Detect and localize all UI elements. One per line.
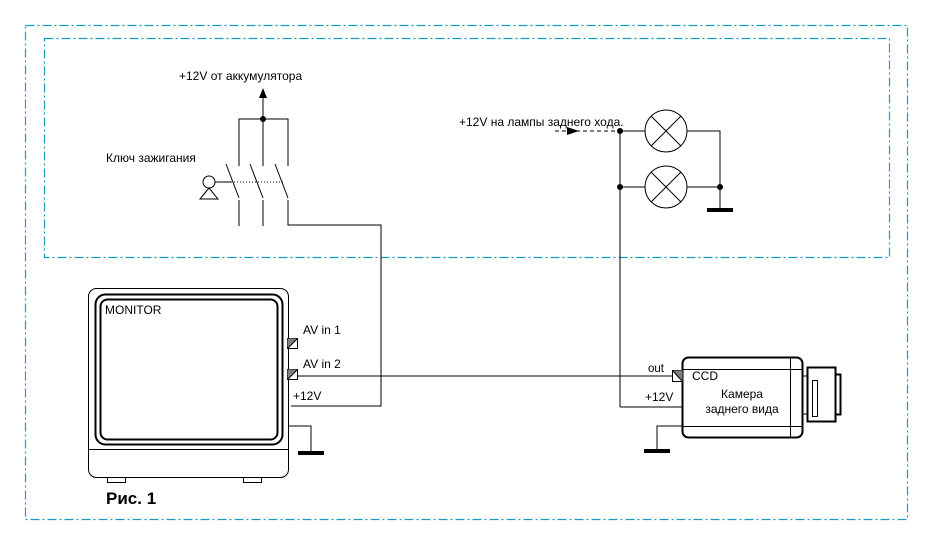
av-in-2-label: AV in 2 [303,357,341,371]
monitor-power-label: +12V [293,389,321,403]
ignition-switch: +12V от аккумулятора Ключ зажигания [106,69,382,407]
ground-icon [644,449,670,453]
arrow-right-icon [567,127,579,135]
av-in-1-port [287,338,298,349]
camera-out-label: out [648,363,665,375]
ground-icon [298,451,324,455]
lamps-supply-label: +12V на лампы заднего хода. [459,115,624,129]
ground-icon [707,208,733,212]
reverse-lamps: +12V на лампы заднего хода. [459,109,733,407]
camera-power-label: +12V [645,390,673,404]
camera-name-line2: заднего вида [705,402,779,416]
monitor-body [88,288,289,478]
monitor-foot [243,477,262,483]
rear-camera: out CCD Камера заднего вида +12V [644,356,842,453]
camera-out-port [672,370,683,382]
lamp-icon [644,109,688,153]
camera-lens-icon [803,366,842,423]
vehicle-area-frame [43,37,891,259]
av-in-1-label: AV in 1 [303,323,341,337]
outer-frame [24,24,909,521]
camera-name-line1: Камера [721,387,763,401]
monitor-screen [99,298,279,441]
monitor-foot [107,477,126,483]
arrow-up-icon [259,88,267,98]
figure-caption: Рис. 1 [106,489,156,508]
monitor-title: MONITOR [105,303,162,317]
key-icon [198,175,231,200]
key-label: Ключ зажигания [106,151,196,165]
lamp-icon [644,165,688,209]
monitor: MONITOR AV in 1 AV in 2 +12V [88,288,341,483]
av-in-2-port [287,369,298,380]
camera-body [681,356,804,439]
battery-label: +12V от аккумулятора [179,69,302,83]
camera-sensor-label: CCD [692,369,718,383]
